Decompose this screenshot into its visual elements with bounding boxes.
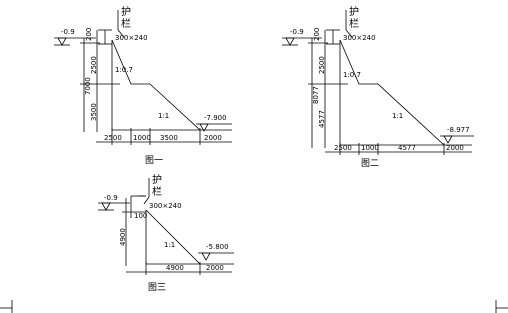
dim-top-fig1: 200 (85, 28, 93, 41)
dim-total-fig2: 8077 (312, 86, 320, 104)
slope-lower-fig2: 1:1 (392, 112, 403, 120)
dim-lower-fig2: 4577 (318, 110, 326, 128)
dim-top-fig2: 200 (313, 28, 321, 41)
bottom-dim-fig2-4: 2000 (446, 144, 464, 152)
rail-label-fig3-a: 护 (152, 173, 162, 186)
bottom-dim-fig3-2: 2000 (206, 264, 224, 272)
slope-profile-fig3 (145, 209, 234, 265)
slope-profile-fig2 (339, 39, 472, 146)
top-level-fig1: -0.9 (61, 28, 75, 36)
page-corner-marks (0, 300, 508, 313)
dim-top-fig3: 100 (134, 212, 147, 220)
caption-fig1: 图一 (145, 155, 163, 166)
top-level-fig2: -0.9 (290, 28, 304, 36)
bottom-dim-fig1-2: 1000 (133, 134, 151, 142)
dim-upper-fig1: 2500 (90, 56, 98, 74)
dim-upper-fig2: 2500 (318, 56, 326, 74)
rail-label-fig2-a: 护 (349, 5, 359, 18)
bottom-dim-fig2-2: 1000 (361, 144, 379, 152)
diagram-fig3: 护 栏 -0.9 100 4900 300×240 1:1 -5.800 490… (98, 173, 234, 293)
bottom-dim-fig2-1: 2500 (334, 144, 352, 152)
rail-label-fig1-a: 护 (121, 5, 131, 18)
slope-upper-fig1: 1:0.7 (115, 66, 133, 74)
level-marker-icon (57, 37, 67, 46)
bottom-dim-fig1-4: 2000 (204, 134, 222, 142)
dim-total-fig1: 7000 (84, 77, 92, 95)
slope-lower-fig3: 1:1 (164, 241, 175, 249)
bottom-dim-fig1-1: 2500 (104, 134, 122, 142)
dim-lower-fig1: 3500 (90, 103, 98, 121)
beam-size-fig1: 300×240 (115, 34, 148, 42)
bottom-level-fig2: -8.977 (447, 126, 470, 134)
bottom-level-fig1: -7.900 (204, 114, 227, 122)
caption-fig2: 图二 (361, 158, 379, 169)
beam-size-fig2: 300×240 (343, 34, 376, 42)
slope-profile-fig1 (111, 39, 232, 131)
rail-label-fig3-b: 栏 (152, 185, 162, 198)
dim-total-fig3: 4900 (119, 228, 127, 246)
diagram-fig2: 护 栏 -0.9 200 2500 4577 8077 300×240 1:0.… (282, 5, 474, 169)
slope-upper-fig2: 1:0.7 (343, 71, 361, 79)
top-level-fig3: -0.9 (104, 194, 118, 202)
bottom-dim-fig3-1: 4900 (166, 264, 184, 272)
beam-size-fig3: 300×240 (149, 202, 182, 210)
bottom-level-fig3: -5.800 (206, 243, 229, 251)
rail-label-fig1-b: 栏 (121, 17, 131, 30)
bottom-dim-fig2-3: 4577 (398, 144, 416, 152)
rail-label-fig2-b: 栏 (349, 17, 359, 30)
slope-lower-fig1: 1:1 (158, 112, 169, 120)
bottom-dim-fig1-3: 3500 (160, 134, 178, 142)
diagram-fig1: 护 栏 -0.9 200 2500 3500 7000 300×240 1:0.… (54, 5, 232, 166)
caption-fig3: 图三 (148, 282, 166, 293)
